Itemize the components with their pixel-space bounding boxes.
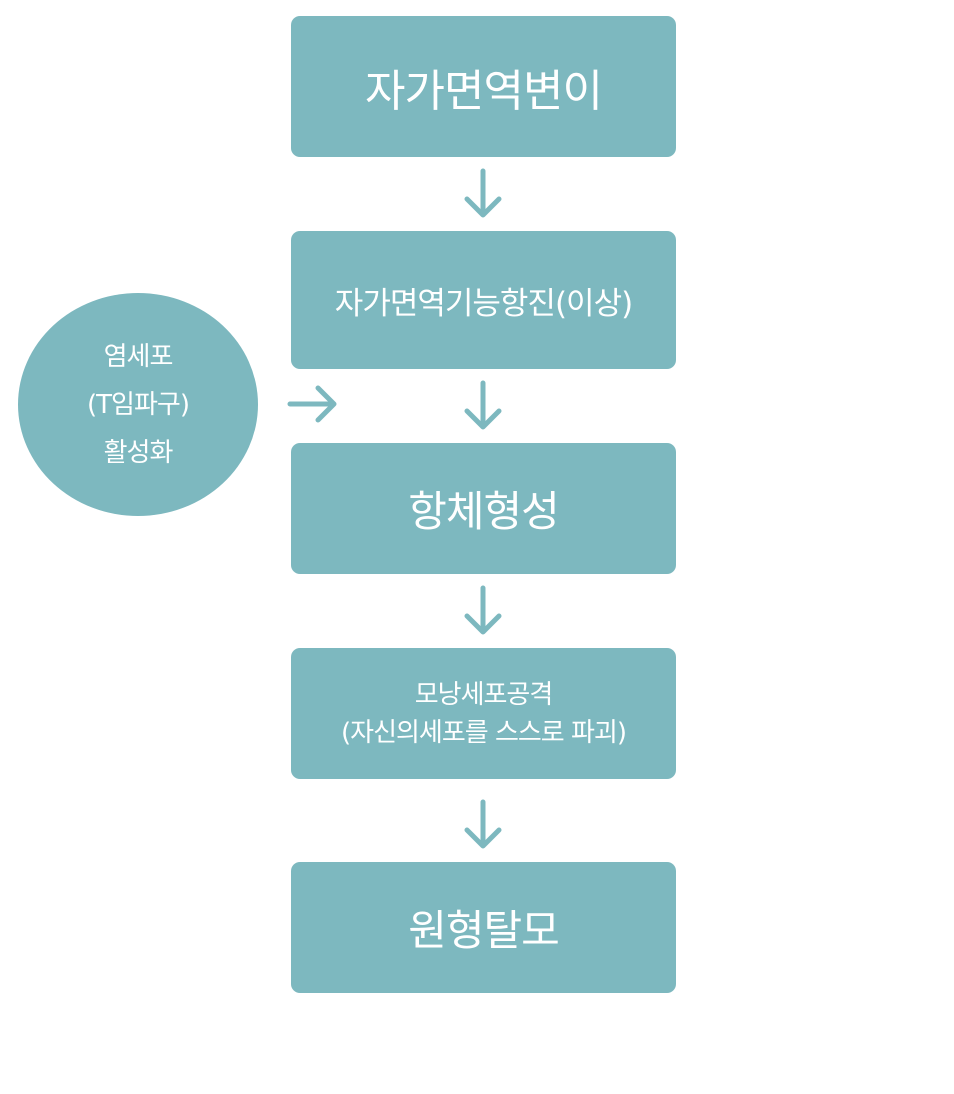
step-alopecia-areata: 원형탈모 [291, 862, 676, 993]
step-antibody-formation: 항체형성 [291, 443, 676, 574]
node-line: 활성화 [103, 437, 174, 468]
node-line: 염세포 [103, 341, 174, 372]
step-follicle-attack: 모낭세포공격 (자신의세포를 스스로 파괴) [291, 648, 676, 779]
step-label: 항체형성 [408, 487, 560, 536]
arrow-down-icon [463, 585, 503, 637]
step-label: 자가면역변이 [365, 65, 603, 117]
step-autoimmune-mutation: 자가면역변이 [291, 16, 676, 157]
arrow-down-icon [463, 168, 503, 220]
step-label: 모낭세포공격 [414, 679, 554, 710]
step-autoimmune-hyperfunction: 자가면역기능항진(이상) [291, 231, 676, 369]
arrow-down-icon [463, 799, 503, 851]
t-lymphocyte-activation-node: 염세포 (T임파구) 활성화 [18, 293, 258, 516]
step-label: 원형탈모 [408, 906, 560, 955]
node-line: (T임파구) [87, 389, 190, 420]
step-label: 자가면역기능항진(이상) [334, 285, 633, 322]
step-sublabel: (자신의세포를 스스로 파괴) [341, 717, 627, 748]
arrow-down-icon [463, 380, 503, 432]
arrow-right-icon [286, 383, 340, 425]
